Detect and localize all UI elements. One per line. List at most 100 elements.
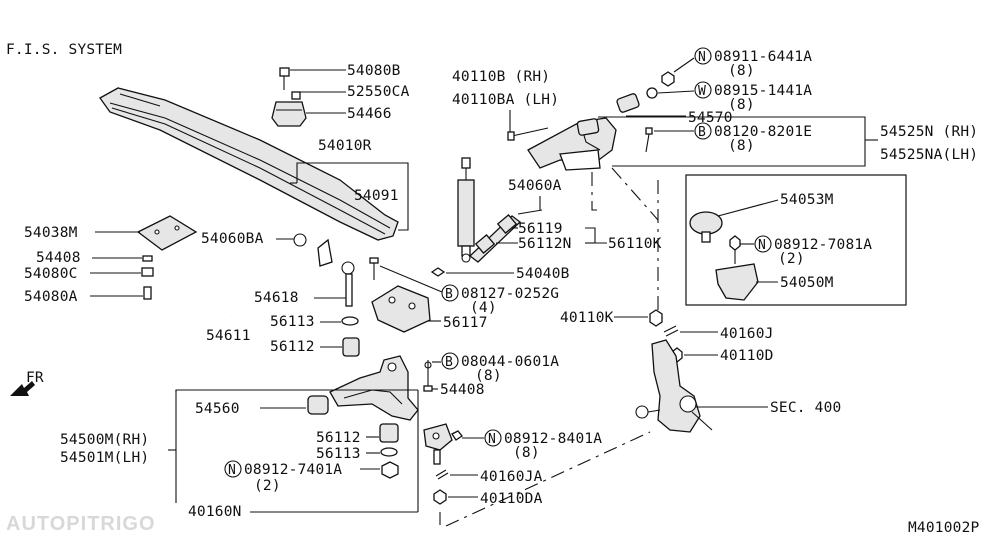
callout-54466: 54466 (347, 106, 392, 122)
callout-56119: 56119 (518, 221, 563, 237)
shock-bushings (468, 209, 543, 263)
callout-08912-7081A: 08912-7081A (774, 237, 872, 253)
callout-08120-8201E-qty: (8) (728, 138, 755, 154)
cotter-pin-40160JA (435, 469, 449, 480)
callout-08912-7081A-qty: (2) (778, 251, 805, 267)
callout-08912-8401A-qty: (8) (513, 445, 540, 461)
nut-40110DA (433, 489, 447, 505)
upper-ball-joint-nut (649, 309, 663, 327)
callout-54010R: 54010R (318, 138, 372, 154)
callout-54618: 54618 (254, 290, 299, 306)
callout-08044-0601A: 08044-0601A (461, 354, 559, 370)
callout-56113-upper: 56113 (270, 314, 315, 330)
cotter-pin-40160J (663, 325, 679, 337)
callout-54611: 54611 (206, 328, 251, 344)
callout-54570: 54570 (688, 110, 733, 126)
b-prefix-08127: B (445, 287, 453, 302)
washer-08915-1441A (646, 87, 658, 99)
bushing-54570 (616, 93, 640, 113)
callout-54408-right: 54408 (440, 382, 485, 398)
stabilizer-bracket-stack (136, 215, 198, 300)
upper-control-arm (507, 117, 617, 171)
n-symbol-08912-8401A (484, 429, 502, 447)
nut-08911-6441A (661, 71, 675, 87)
callout-SEC-400: SEC. 400 (770, 400, 841, 416)
callout-08912-8401A: 08912-8401A (504, 431, 602, 447)
callout-40110BA: 40110BA (LH) (452, 92, 559, 108)
callout-56117: 56117 (443, 315, 488, 331)
callout-54040B: 54040B (516, 266, 570, 282)
bolt-08120-8201E (645, 127, 653, 153)
callout-08915-1441A-qty: (8) (728, 97, 755, 113)
callout-54038M: 54038M (24, 225, 78, 241)
callout-56112N: 56112N (518, 236, 572, 252)
callout-54560: 54560 (195, 401, 240, 417)
callout-40110K: 40110K (560, 310, 614, 326)
callout-56113-lower: 56113 (316, 446, 361, 462)
callout-40110B: 40110B (RH) (452, 69, 550, 85)
n-prefix-08912-7081A: N (758, 238, 766, 253)
b-symbol-08044 (441, 352, 459, 370)
nut-08912-7401A (381, 461, 399, 479)
callout-40160JA: 40160JA (480, 469, 543, 485)
watermark: AUTOPITRIGO (6, 513, 156, 535)
callout-54091: 54091 (354, 188, 399, 204)
callout-40160N: 40160N (188, 504, 242, 520)
b-prefix-08044: B (445, 355, 453, 370)
callout-54080B: 54080B (347, 63, 401, 79)
steering-knuckle (635, 339, 713, 433)
b-symbol-08120 (694, 122, 712, 140)
callout-54408-left: 54408 (36, 250, 81, 266)
bushing-56112-upper (342, 337, 360, 357)
shock-bracket (369, 257, 431, 333)
bumper-detail-box (685, 174, 907, 306)
callout-40160J: 40160J (720, 326, 774, 342)
callout-56112-lower: 56112 (316, 430, 361, 446)
callout-08911-6441A: 08911-6441A (714, 49, 812, 65)
n-prefix-08911: N (698, 50, 706, 65)
callout-54500M: 54500M(RH) (60, 432, 149, 448)
n-symbol-08912-7401A (224, 460, 242, 478)
lower-control-arm (307, 355, 432, 421)
diagram-title: F.I.S. SYSTEM (6, 42, 122, 58)
callout-56110K: 56110K (608, 236, 662, 252)
callout-08127-0252G: 08127-0252G (461, 286, 559, 302)
bumper-54050M (715, 250, 759, 301)
callout-56112-upper: 56112 (270, 339, 315, 355)
callout-08915-1441A: 08915-1441A (714, 83, 812, 99)
callout-54060BA: 54060BA (201, 231, 264, 247)
callout-54525N: 54525N (RH) (880, 124, 978, 140)
callout-54525NA: 54525NA(LH) (880, 147, 978, 163)
callout-08912-7401A-qty: (2) (254, 478, 281, 494)
w-symbol-08915 (694, 81, 712, 99)
callout-08120-8201E: 08120-8201E (714, 124, 812, 140)
bump-stop-assembly (271, 67, 307, 127)
callout-54501M: 54501M(LH) (60, 450, 149, 466)
n-symbol-08911 (694, 47, 712, 65)
bushing-56113-upper (341, 316, 359, 326)
stabilizer-bar (219, 233, 355, 317)
shock-absorber (457, 157, 475, 263)
callout-54080C: 54080C (24, 266, 78, 282)
callout-08044-0601A-qty: (8) (475, 368, 502, 384)
bushing-56113-lower (380, 447, 398, 457)
lower-ball-joint (423, 423, 463, 465)
callout-08911-6441A-qty: (8) (728, 63, 755, 79)
callout-54080A: 54080A (24, 289, 78, 305)
leaf-spring (99, 87, 399, 241)
front-direction-arrow: FR (10, 370, 44, 396)
w-prefix-08915: W (698, 84, 706, 99)
n-prefix-08912-7401A: N (228, 463, 236, 478)
callout-52550CA: 52550CA (347, 84, 410, 100)
nut-54040B (430, 267, 446, 277)
n-prefix-08912-8401A: N (488, 432, 496, 447)
front-direction-label: FR (26, 370, 44, 386)
bumper-cap-54053M (689, 211, 723, 243)
callout-54060A: 54060A (508, 178, 562, 194)
callout-40110DA: 40110DA (480, 491, 543, 507)
washer-54408 (423, 385, 433, 392)
callout-08912-7401A: 08912-7401A (244, 462, 342, 478)
callout-54050M: 54050M (780, 275, 834, 291)
callout-40110D: 40110D (720, 348, 774, 364)
